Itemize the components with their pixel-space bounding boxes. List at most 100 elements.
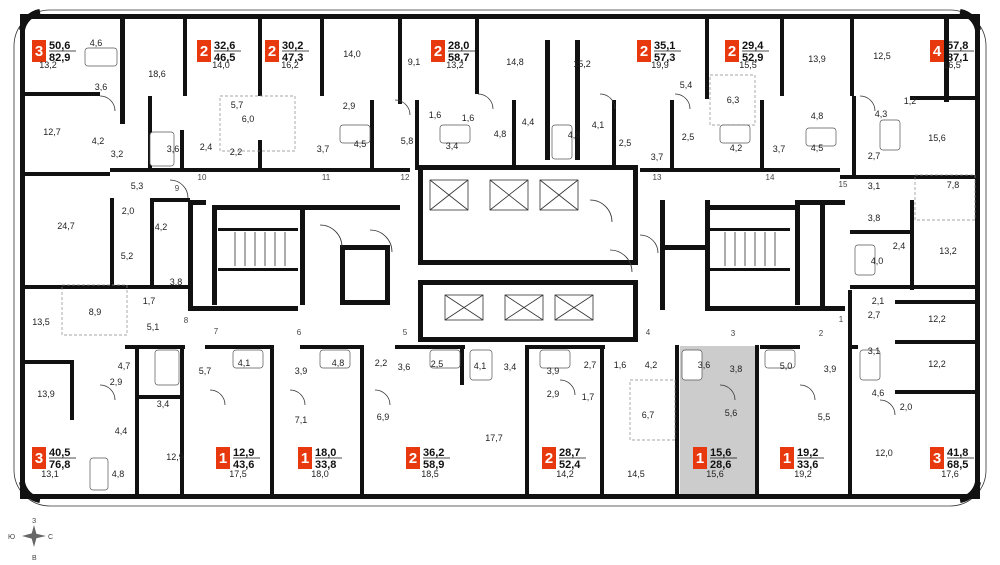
room-area-label: 5,3 (131, 181, 144, 191)
section-number: 6 (297, 328, 302, 337)
section-number: 1 (839, 315, 844, 324)
room-area-label: 3,2 (111, 149, 124, 159)
main-room-area: 18,0 (311, 469, 329, 479)
room-count: 3 (35, 450, 43, 467)
room-area-label: 2,0 (122, 206, 135, 216)
compass-north-label: З (32, 518, 36, 525)
room-area-label: 6,7 (642, 410, 655, 420)
section-number: 7 (214, 327, 219, 336)
section-number: 10 (198, 173, 207, 182)
living-area: 28,7 (559, 447, 580, 459)
room-area-label: 4,0 (568, 130, 581, 140)
total-area: 46,5 (214, 52, 235, 64)
room-area-label: 2,7 (868, 151, 881, 161)
elevator-shafts (429, 179, 594, 321)
main-room-area: 15,6 (706, 469, 724, 479)
building-outline (13, 9, 987, 507)
room-area-label: 6,0 (242, 114, 255, 124)
room-area-label: 2,5 (682, 132, 695, 142)
room-area-label: 3,4 (157, 399, 170, 409)
room-area-label: 14,0 (343, 49, 361, 59)
living-area: 41,8 (947, 447, 968, 459)
room-area-label: 2,9 (110, 377, 123, 387)
room-area-label: 12,7 (43, 127, 61, 137)
living-area: 57,8 (947, 40, 968, 52)
room-area-label: 14,5 (627, 469, 645, 479)
room-area-label: 4,1 (474, 361, 487, 371)
room-area-label: 3,7 (651, 152, 664, 162)
living-area: 30,2 (282, 40, 303, 52)
total-area: 33,6 (797, 459, 818, 471)
living-area: 36,2 (423, 447, 444, 459)
room-count-box (298, 447, 312, 469)
room-count: 2 (434, 43, 442, 60)
room-count: 1 (783, 450, 791, 467)
total-area: 52,9 (742, 52, 763, 64)
room-area-label: 14,8 (506, 57, 524, 67)
corner-balconies (19, 9, 981, 503)
room-area-label: 5,2 (121, 251, 134, 261)
walls (20, 14, 980, 499)
room-count-box (725, 40, 739, 62)
room-count: 2 (545, 450, 553, 467)
room-area-label: 4,8 (494, 129, 507, 139)
sanitary-fixtures (84, 47, 901, 491)
room-count: 3 (35, 43, 43, 60)
room-area-label: 4,4 (115, 426, 128, 436)
room-area-label: 2,2 (375, 358, 388, 368)
section-number: 5 (403, 328, 408, 337)
room-area-label: 5,1 (147, 322, 160, 332)
main-room-area: 19,9 (651, 60, 669, 70)
room-count-box (32, 40, 46, 62)
room-area-label: 12,9 (166, 452, 184, 462)
living-area: 15,6 (710, 447, 731, 459)
room-area-label: 5,7 (199, 366, 212, 376)
total-area: 76,8 (49, 459, 70, 471)
main-room-area: 13,1 (41, 469, 59, 479)
room-area-label: 4,5 (811, 143, 824, 153)
room-count-box (406, 447, 420, 469)
room-count: 2 (640, 43, 648, 60)
living-area: 40,5 (49, 447, 70, 459)
room-area-label: 15,2 (573, 59, 591, 69)
room-count: 1 (301, 450, 309, 467)
room-count: 1 (219, 450, 227, 467)
total-area: 87,1 (947, 52, 968, 64)
room-area-label: 18,6 (148, 69, 166, 79)
room-area-label: 3,6 (95, 82, 108, 92)
room-area-label: 5,7 (231, 100, 244, 110)
room-count-box (637, 40, 651, 62)
total-area: 57,3 (654, 52, 675, 64)
main-room-area: 18,5 (421, 469, 439, 479)
room-area-label: 2,9 (547, 389, 560, 399)
room-area-label: 3,6 (167, 144, 180, 154)
living-area: 32,6 (214, 40, 235, 52)
room-area-label: 2,7 (868, 310, 881, 320)
room-area-label: 4,0 (871, 256, 884, 266)
section-number: 13 (653, 173, 662, 182)
apartment-badge[interactable]: 3 40,576,813,1 (32, 447, 76, 479)
section-number: 2 (819, 329, 824, 338)
room-area-label: 3,4 (446, 141, 459, 151)
main-room-area: 16,5 (943, 60, 961, 70)
total-area: 68,5 (947, 459, 968, 471)
main-room-area: 17,5 (229, 469, 247, 479)
room-area-label: 6,9 (377, 412, 390, 422)
room-area-label: 4,4 (522, 117, 535, 127)
